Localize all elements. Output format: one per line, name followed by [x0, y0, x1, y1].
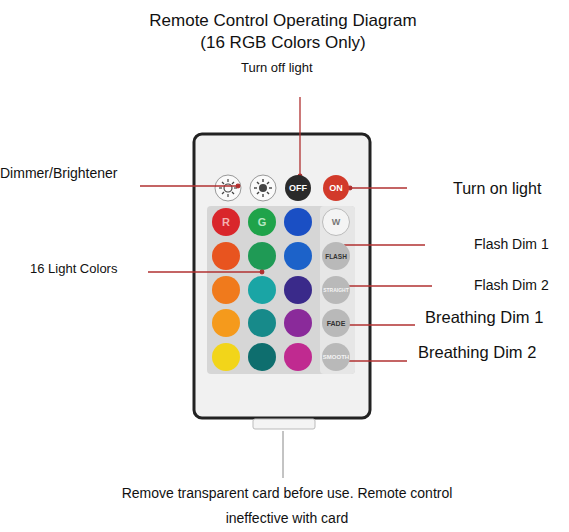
callout-label: Breathing Dim 1: [425, 308, 543, 328]
callout-label: 16 Light Colors: [30, 261, 117, 277]
button-text: ON: [329, 183, 343, 193]
callout-label: Breathing Dim 2: [418, 343, 536, 363]
remote-button: G: [248, 208, 276, 236]
dimmer-buttons: [215, 175, 276, 201]
remote-button: FADE: [322, 309, 350, 337]
diagram-title: Remote Control Operating Diagram (16 RGB…: [143, 10, 423, 54]
button-text: STRAIGHT: [323, 287, 349, 293]
button-text: R: [222, 216, 230, 228]
button-text: G: [258, 216, 267, 228]
button-panel: [207, 206, 355, 374]
remote-button: ON: [323, 175, 349, 201]
card-leader-line: [283, 431, 284, 478]
remote-button: FLASH: [322, 242, 350, 270]
button-text: W: [332, 217, 341, 227]
remote-button: W: [322, 208, 350, 236]
button-text: OFF: [289, 183, 307, 193]
leader-lines: [140, 97, 432, 361]
callout-label: Turn on light: [453, 179, 541, 198]
remote-button: R: [212, 208, 240, 236]
caption-note: Remove transparent card before use. Remo…: [102, 481, 472, 531]
transparent-card: [253, 419, 315, 429]
remote-button: SMOOTH: [322, 343, 350, 371]
remote-body: [194, 134, 370, 418]
callout-label: Flash Dim 2: [474, 277, 549, 294]
color-buttons: [212, 208, 312, 371]
button-text: FLASH: [325, 253, 347, 260]
button-text: SMOOTH: [323, 354, 349, 360]
button-text: FADE: [327, 320, 346, 327]
callout-label: Flash Dim 1: [474, 236, 549, 253]
callout-label: Dimmer/Brightener: [0, 165, 117, 182]
button-panel-column: [320, 206, 355, 374]
remote-button: STRAIGHT: [322, 276, 350, 304]
callout-label: Turn off light: [241, 60, 313, 76]
remote-button: OFF: [285, 175, 311, 201]
